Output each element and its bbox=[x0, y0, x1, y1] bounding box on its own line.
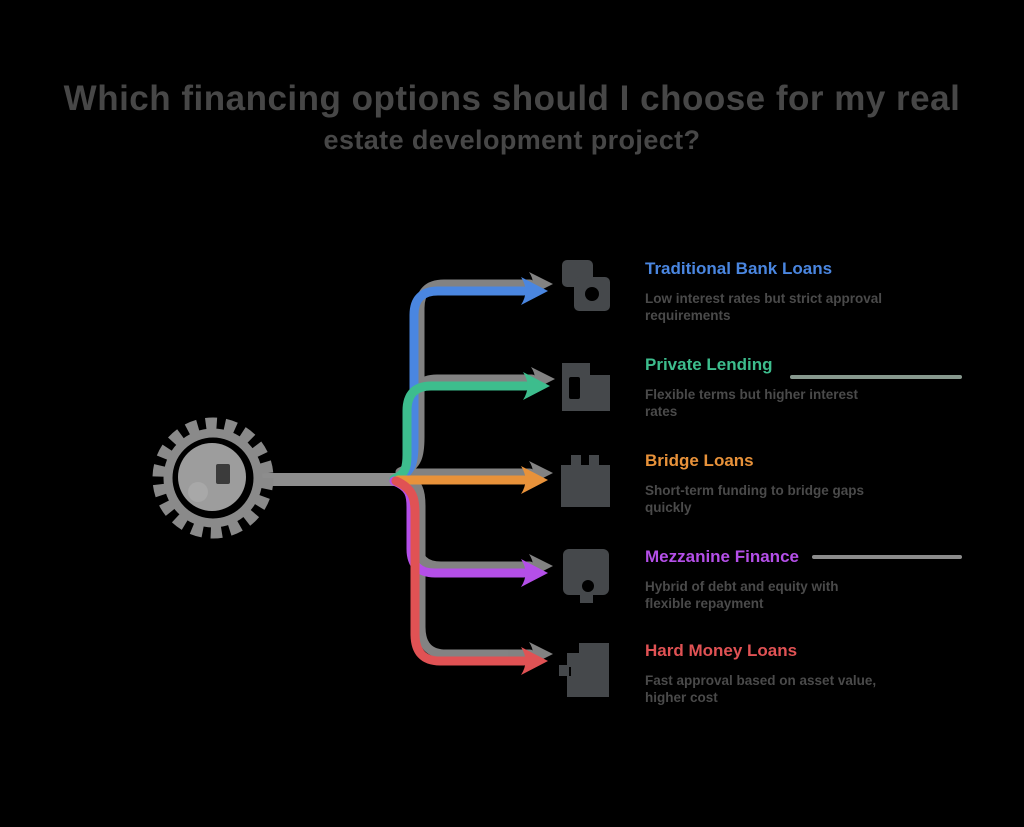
branch-lines bbox=[389, 286, 531, 666]
branch-line-private-lending bbox=[389, 381, 531, 484]
arrowhead-icon bbox=[521, 277, 548, 305]
branch-row-hard-money-loans: Hard Money Loans Fast approval based on … bbox=[557, 639, 895, 706]
branch-row-bridge-loans: Bridge Loans Short-term funding to bridg… bbox=[557, 449, 895, 516]
branch-description: Fast approval based on asset value, high… bbox=[645, 673, 877, 705]
branch-label: Hard Money Loans bbox=[645, 641, 798, 660]
branch-label: Private Lending bbox=[645, 355, 773, 374]
branch-description: Low interest rates but strict approval r… bbox=[645, 291, 883, 323]
bank-building-icon bbox=[557, 353, 615, 415]
bridge-towers-icon bbox=[557, 449, 615, 511]
branch-label: Mezzanine Finance bbox=[645, 547, 799, 566]
branch-label: Traditional Bank Loans bbox=[645, 259, 833, 278]
branch-description: Flexible terms but higher interest rates bbox=[645, 387, 859, 419]
branch-shadows bbox=[395, 272, 555, 666]
branch-arrowheads bbox=[521, 277, 550, 675]
title-line-1: Which financing options should I choose … bbox=[63, 79, 961, 118]
arrowhead-icon bbox=[521, 559, 548, 587]
layered-finance-icon bbox=[557, 545, 615, 607]
trunk-connector bbox=[256, 473, 402, 486]
branch-row-traditional-bank-loans: Traditional Bank Loans Low interest rate… bbox=[557, 257, 895, 324]
page-title: Which financing options should I choose … bbox=[0, 76, 1024, 158]
branch-row-private-lending: Private Lending Flexible terms but highe… bbox=[557, 353, 895, 420]
branch-description: Short-term funding to bridge gaps quickl… bbox=[645, 483, 864, 515]
asset-tag-icon bbox=[557, 639, 615, 701]
arrowhead-icon bbox=[521, 466, 548, 494]
branch-row-mezzanine-finance: Mezzanine Finance Hybrid of debt and equ… bbox=[557, 545, 895, 612]
branch-description: Hybrid of debt and equity with flexible … bbox=[645, 579, 839, 611]
branch-line-hard-money-loans bbox=[391, 476, 529, 666]
arrowhead-icon bbox=[523, 372, 550, 400]
heading-rule bbox=[812, 555, 962, 559]
title-line-2: estate development project? bbox=[323, 125, 701, 155]
heading-rule bbox=[790, 375, 962, 379]
cash-stack-icon bbox=[557, 257, 615, 319]
arrowhead-icon bbox=[521, 647, 548, 675]
gear-decision-icon bbox=[152, 417, 274, 539]
branch-label: Bridge Loans bbox=[645, 451, 754, 470]
